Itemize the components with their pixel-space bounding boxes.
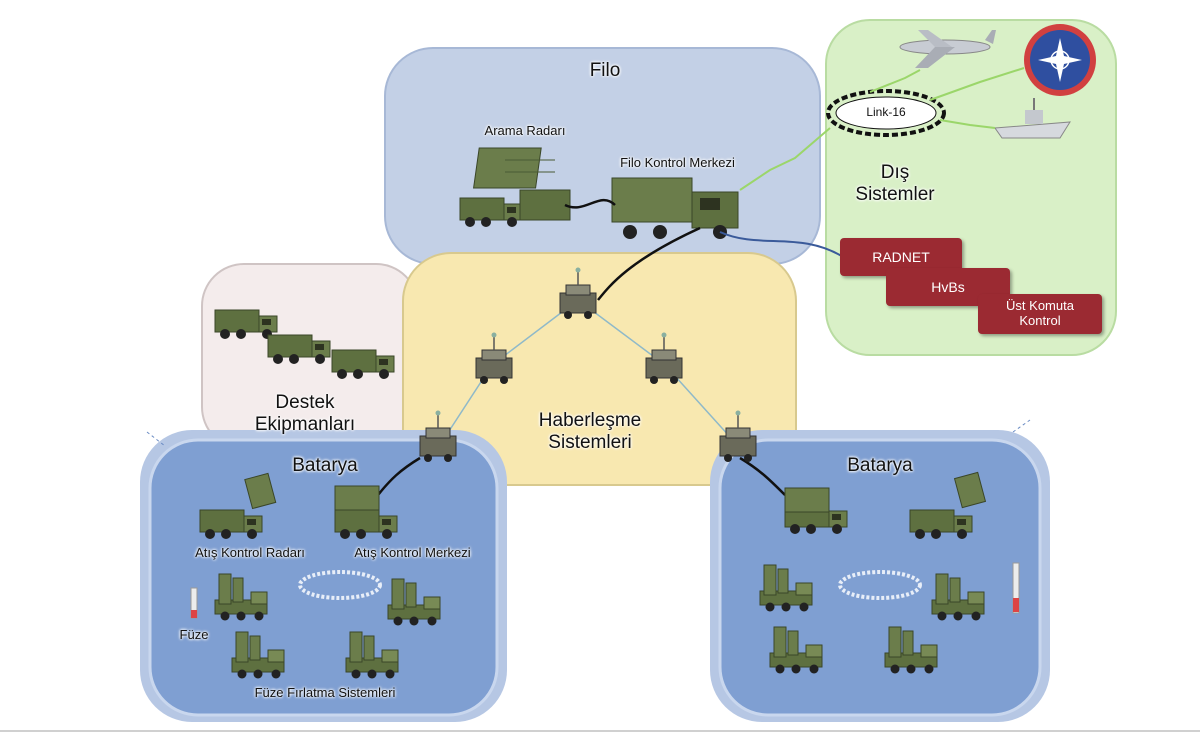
fuze-firlatma-label: Füze Fırlatma Sistemleri <box>254 685 396 700</box>
ship-icon <box>994 98 1071 139</box>
comm-network <box>377 226 786 496</box>
link16-ring <box>826 89 946 137</box>
batarya-left-equipment <box>190 472 441 679</box>
link-ship <box>939 119 996 129</box>
haberlesme-region <box>402 252 797 486</box>
filo-title: Filo <box>589 60 621 81</box>
fuze-label: Füze <box>179 627 209 642</box>
batarya-left-region <box>148 438 499 717</box>
nato-emblem-icon <box>1024 24 1096 96</box>
aircraft-icon <box>899 30 996 68</box>
filo-kontrol-vehicle <box>611 177 739 239</box>
haberlesme-title: Haberleşme Sistemleri <box>538 410 642 453</box>
arama-radari-label: Arama Radarı <box>484 123 566 138</box>
radar-cable <box>564 198 616 209</box>
batarya-right-title: Batarya <box>847 455 913 476</box>
atis-kontrol-merkezi-label: Atış Kontrol Merkezi <box>354 545 471 560</box>
link16-label: Link-16 <box>866 105 906 119</box>
batarya-left-title: Batarya <box>292 455 358 476</box>
batarya-right-equipment <box>759 471 1020 674</box>
destek-title: Destek Ekipmanları <box>254 392 356 435</box>
link-nato <box>929 67 1025 101</box>
dis-sistemler-title: Dış Sistemler <box>855 162 935 205</box>
arama-radari-vehicle <box>459 147 571 228</box>
ust-komuta-tag: Üst Komuta Kontrol <box>978 294 1102 334</box>
radnet-cable <box>719 231 846 259</box>
link-filo-kontrol <box>739 127 831 191</box>
link-aircraft <box>869 69 921 93</box>
filo-kontrol-label: Filo Kontrol Merkezi <box>620 155 735 170</box>
atis-kontrol-radari-label: Atış Kontrol Radarı <box>195 545 305 560</box>
